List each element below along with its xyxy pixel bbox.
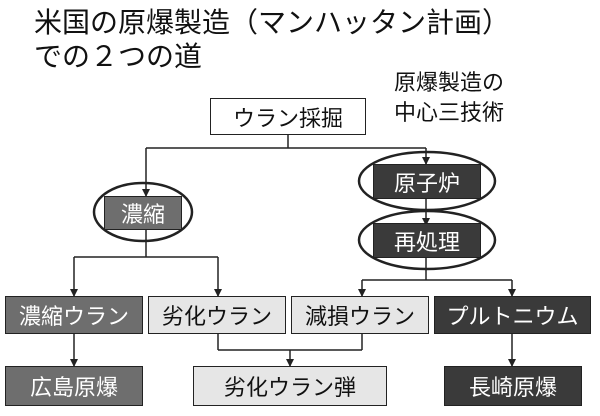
node-nagasaki: 長崎原爆 [444, 366, 582, 406]
node-hiroshima: 広島原爆 [5, 366, 143, 406]
node-reactor: 原子炉 [373, 164, 481, 199]
highlight-ellipse-enrichment [92, 181, 194, 243]
node-reduced-uranium: 減損ウラン [291, 296, 429, 334]
node-plutonium: プルトニウム [434, 296, 591, 334]
highlight-ellipse-reprocessing [357, 209, 497, 271]
node-mining: ウラン採掘 [210, 98, 366, 135]
node-depleted-uranium: 劣化ウラン [148, 296, 286, 334]
note-line-2: 中心三技術 [394, 101, 505, 126]
node-reprocessing: 再処理 [373, 223, 481, 258]
title-line-1: 米国の原爆製造（マンハッタン計画） [34, 6, 511, 39]
node-enriched-uranium: 濃縮ウラン [5, 296, 143, 334]
note-line-1: 原爆製造の [394, 71, 505, 96]
node-du-munition: 劣化ウラン弾 [193, 366, 387, 406]
node-enrichment: 濃縮 [104, 196, 182, 230]
title-line-2: での２つの道 [34, 40, 203, 73]
